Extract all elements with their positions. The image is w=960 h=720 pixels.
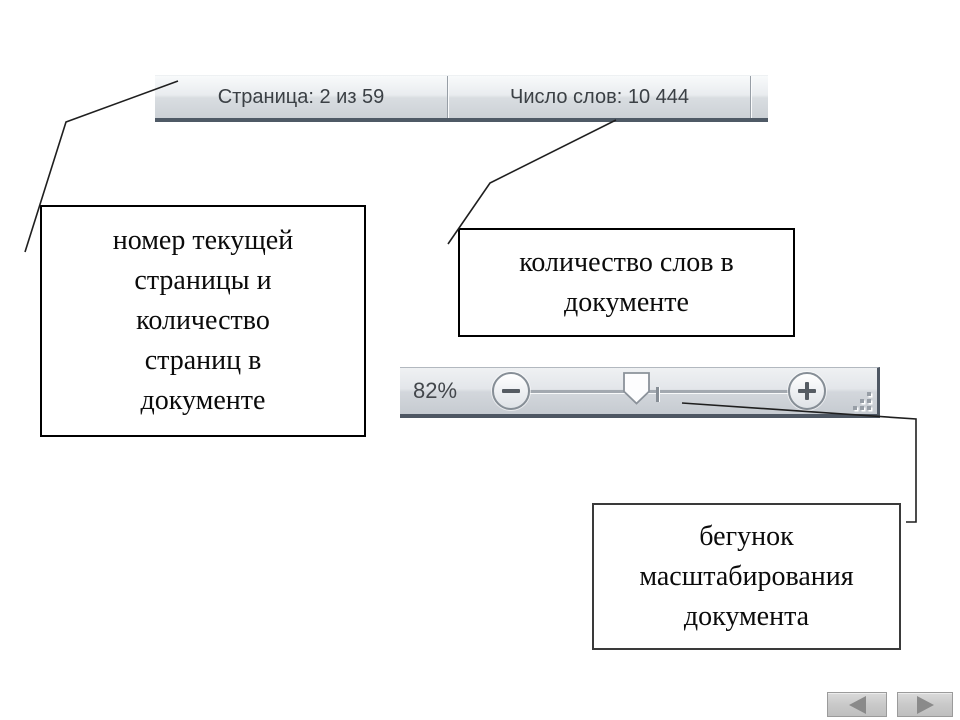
right-arrow-icon: [916, 695, 934, 714]
grip-dot: [860, 399, 864, 403]
callout-zoom-slider: бегунок масштабирования документа: [592, 503, 901, 650]
status-bar-divider: [447, 76, 449, 118]
prev-slide-button[interactable]: [827, 692, 887, 717]
callout-page-count-text: номер текущей страницы и количество стра…: [112, 225, 294, 416]
callout-word-count: количество слов в документе: [458, 228, 795, 337]
left-arrow-icon: [848, 695, 866, 714]
callout-page-count: номер текущей страницы и количество стра…: [40, 205, 366, 437]
grip-dot: [860, 406, 864, 410]
zoom-bar: 82%: [400, 367, 880, 418]
status-word-count-label: Число слов: 10 444: [509, 85, 689, 108]
callout-zoom-slider-text: бегунок масштабирования документа: [639, 520, 854, 632]
grip-dot: [867, 399, 871, 403]
zoom-center-tick: [656, 387, 659, 402]
zoom-percentage-label[interactable]: 82%: [413, 378, 458, 403]
resize-grip-icon[interactable]: [853, 392, 872, 411]
status-bar-stub: [752, 76, 768, 118]
status-word-count[interactable]: Число слов: 10 444: [449, 76, 750, 118]
next-slide-button[interactable]: [897, 692, 953, 717]
minus-icon: [502, 389, 520, 393]
status-page-indicator[interactable]: Страница: 2 из 59: [155, 76, 447, 118]
plus-icon: [798, 382, 816, 400]
connector-words-line: [447, 119, 617, 245]
word-status-bar: Страница: 2 из 59 Число слов: 10 444: [155, 75, 768, 122]
status-bar-divider: [750, 76, 752, 118]
zoom-out-button[interactable]: [492, 372, 530, 410]
grip-dot: [867, 406, 871, 410]
zoom-in-button[interactable]: [788, 372, 826, 410]
zoom-slider-track[interactable]: [530, 390, 789, 393]
grip-dot: [853, 406, 857, 410]
callout-word-count-text: количество слов в документе: [519, 246, 734, 318]
grip-dot: [867, 392, 871, 396]
status-page-indicator-label: Страница: 2 из 59: [217, 85, 385, 108]
zoom-slider-thumb-icon[interactable]: [623, 372, 650, 405]
